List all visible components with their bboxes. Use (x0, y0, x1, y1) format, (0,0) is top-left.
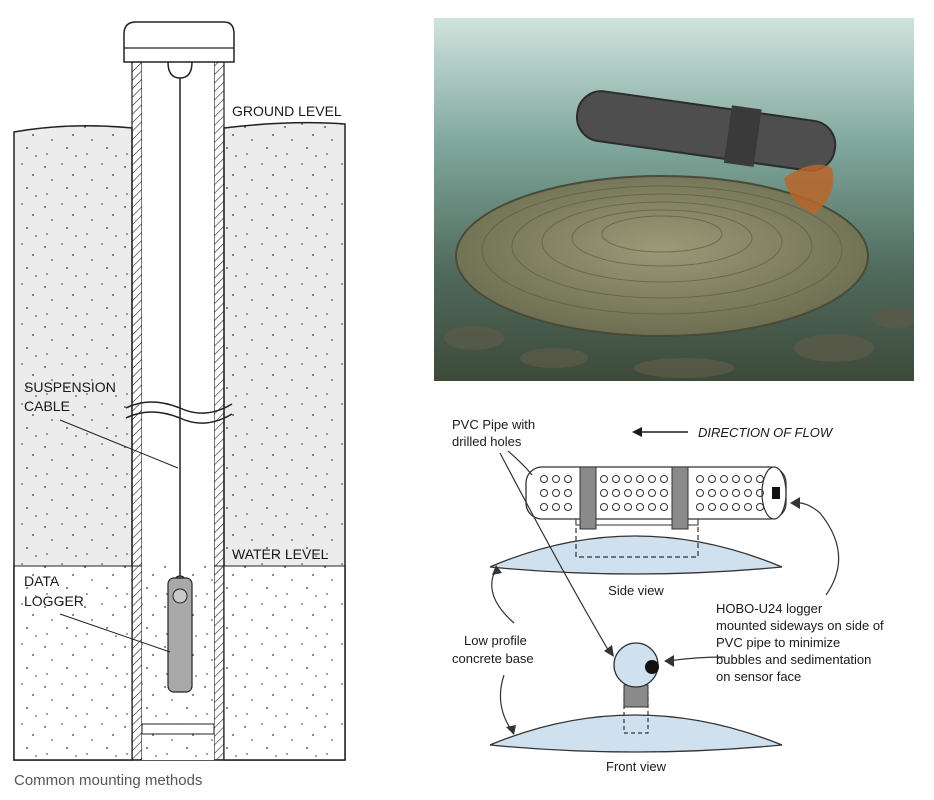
drilled-hole (612, 503, 620, 511)
drilled-hole (744, 475, 752, 483)
drilled-hole (624, 475, 632, 483)
front-view-base (489, 714, 783, 753)
drilled-hole (564, 489, 572, 497)
logger-note-line3: PVC pipe to minimize (716, 635, 840, 650)
logger-note-line2: mounted sideways on side of (716, 618, 884, 633)
drilled-hole (660, 503, 668, 511)
saturated-zone-right (224, 566, 345, 760)
drilled-hole (732, 489, 740, 497)
drilled-hole (540, 503, 548, 511)
drilled-hole (636, 503, 644, 511)
well-cross-section-diagram: GROUND LEVEL SUSPENSION CABLE WATER LEVE… (13, 21, 346, 761)
drilled-hole (552, 475, 560, 483)
pvc-pipe-label-line2: drilled holes (452, 434, 522, 449)
drilled-hole (756, 503, 764, 511)
data-logger-label-line1: DATA (24, 573, 60, 589)
drilled-hole (696, 489, 704, 497)
drilled-hole (600, 489, 608, 497)
drilled-hole (696, 503, 704, 511)
drilled-hole (744, 489, 752, 497)
drilled-hole (564, 475, 572, 483)
drilled-hole (756, 475, 764, 483)
suspension-cable-label-line1: SUSPENSION (24, 379, 116, 395)
casing-wall-left (131, 61, 143, 761)
drilled-hole (612, 475, 620, 483)
side-view-label: Side view (608, 583, 664, 598)
pvc-pipe-photo (575, 90, 837, 172)
data-logger (167, 577, 193, 693)
side-view-base (489, 535, 783, 575)
logger-note-line5: on sensor face (716, 669, 801, 684)
drilled-hole (552, 489, 560, 497)
drilled-hole (624, 503, 632, 511)
front-view-bracket (623, 684, 649, 708)
drilled-hole (660, 475, 668, 483)
drilled-hole (636, 475, 644, 483)
logger-note-line1: HOBO-U24 logger (716, 601, 823, 616)
pvc-pipe-label-line1: PVC Pipe with (452, 417, 535, 432)
drilled-hole (600, 475, 608, 483)
concrete-base-label-line1: Low profile (464, 633, 527, 648)
well-cap (123, 21, 235, 63)
ground-level-label: GROUND LEVEL (232, 103, 342, 119)
drilled-hole (720, 489, 728, 497)
front-view-label: Front view (606, 759, 667, 774)
drilled-hole (648, 475, 656, 483)
figure-caption: Common mounting methods (14, 772, 203, 789)
drilled-hole (756, 489, 764, 497)
drilled-hole (552, 503, 560, 511)
drilled-hole (732, 503, 740, 511)
drilled-hole (708, 503, 716, 511)
drilled-hole (564, 503, 572, 511)
suspension-cable-label-line2: CABLE (24, 398, 70, 414)
concrete-base-label-line2: concrete base (452, 651, 534, 666)
drilled-hole (744, 503, 752, 511)
drilled-holes (540, 475, 764, 511)
drilled-hole (708, 489, 716, 497)
side-view-strap-left (579, 466, 597, 530)
concrete-base-photo (455, 175, 869, 337)
drilled-hole (540, 489, 548, 497)
drilled-hole (720, 475, 728, 483)
drilled-hole (660, 489, 668, 497)
mounting-schematic: PVC Pipe with drilled holes DIRECTION OF… (452, 417, 884, 774)
data-logger-label-line2: LOGGER (24, 593, 84, 609)
drilled-hole (624, 489, 632, 497)
drilled-hole (648, 503, 656, 511)
drilled-hole (648, 489, 656, 497)
drilled-hole (732, 475, 740, 483)
logger-note-line4: bubbles and sedimentation (716, 652, 871, 667)
drilled-hole (720, 503, 728, 511)
saturated-zone-left (14, 566, 132, 760)
drilled-hole (540, 475, 548, 483)
front-view-logger (645, 660, 659, 674)
drilled-hole (696, 475, 704, 483)
drilled-hole (708, 475, 716, 483)
drilled-hole (600, 503, 608, 511)
drilled-hole (612, 489, 620, 497)
water-level-label: WATER LEVEL (232, 546, 329, 562)
drilled-hole (636, 489, 644, 497)
direction-of-flow-label: DIRECTION OF FLOW (698, 425, 834, 440)
underwater-mount-photo (434, 18, 914, 381)
side-view-strap-right (671, 466, 689, 530)
